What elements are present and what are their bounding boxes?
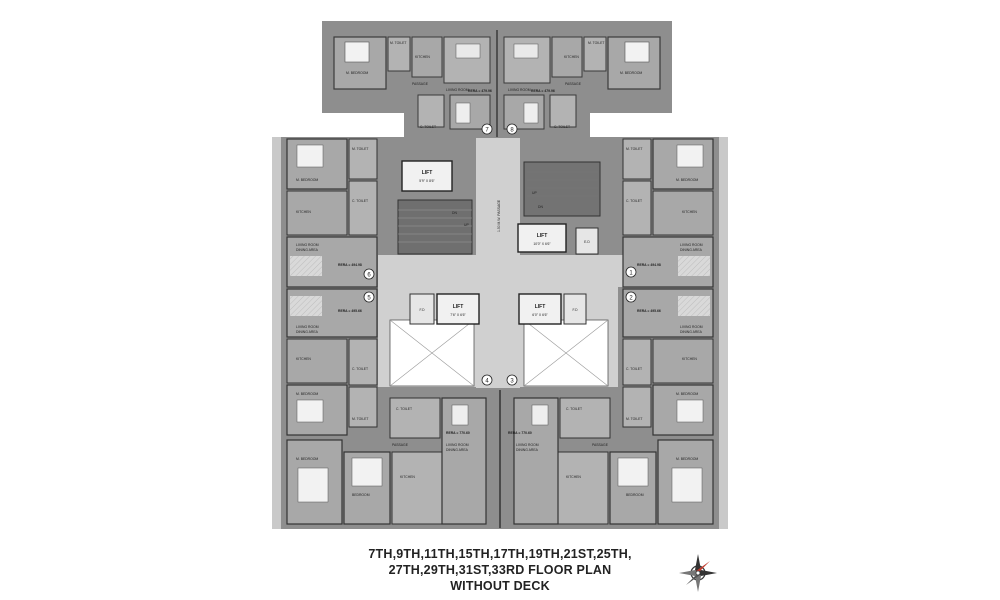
- lift-1-size: 5'9" X 8'6": [419, 179, 435, 183]
- living-label-7: LIVING ROOM: [446, 88, 469, 92]
- m-toilet-label-1: M. TOILET: [626, 147, 642, 151]
- c-toilet-label-2: C. TOILET: [626, 367, 642, 371]
- bedroom2-label-3: BEDROOM: [626, 493, 644, 497]
- m-bedroom-label-8: M. BEDROOM: [620, 71, 642, 75]
- c-toilet-label-1: C. TOILET: [626, 199, 642, 203]
- unit-number-7: 7: [485, 128, 489, 134]
- living-label-6: LIVING ROOM: [296, 243, 319, 247]
- kitchen-label-4: KITCHEN: [400, 475, 415, 479]
- living-label-3: LIVING ROOM: [516, 443, 539, 447]
- fd-label: F.D: [419, 308, 425, 312]
- right-edge-strip: [719, 137, 728, 529]
- bedroom-label-4: M. BEDROOM: [296, 457, 318, 461]
- dining-label-3: DINING AREA: [516, 448, 539, 452]
- dining-label-5: DINING AREA: [296, 330, 319, 334]
- rera-label-4: RERA = 770.60: [446, 431, 470, 435]
- living-label-4: LIVING ROOM: [446, 443, 469, 447]
- rera-label-8: RERA = 479.96: [531, 89, 555, 93]
- passage-label-4: PASSAGE: [392, 443, 409, 447]
- c-toilet-label-3: C. TOILET: [566, 407, 582, 411]
- c-toilet-label-6: C. TOILET: [352, 199, 368, 203]
- c-toilet-label-5: C. TOILET: [352, 367, 368, 371]
- dining-label-4: DINING AREA: [446, 448, 469, 452]
- living-label-8: LIVING ROOM: [508, 88, 531, 92]
- unit-number-1: 1: [629, 271, 633, 277]
- dining-label-1: DINING AREA: [680, 248, 703, 252]
- c-toilet-label-4: C. TOILET: [396, 407, 412, 411]
- kitchen-label-3: KITCHEN: [566, 475, 581, 479]
- bedroom2-label-4: BEDROOM: [352, 493, 370, 497]
- stair-up-label-1: UP: [464, 223, 469, 227]
- stair-up-label-2: UP: [532, 191, 537, 195]
- stair-dn-label-1: DN: [452, 211, 457, 215]
- m-toilet-label-6: M. TOILET: [352, 147, 368, 151]
- passage-label-3: PASSAGE: [592, 443, 609, 447]
- m-toilet-label-5: M. TOILET: [352, 417, 368, 421]
- compass-rose-icon: [678, 553, 718, 593]
- rera-label-2: RERA = 495.66: [637, 309, 661, 313]
- top-wing: M. BEDROOM M. BEDROOM KITCHEN KITCHEN M.…: [322, 21, 672, 140]
- lift-2-title: LIFT: [537, 233, 548, 239]
- living-label-1: LIVING ROOM: [680, 243, 703, 247]
- m-toilet-label-2: M. TOILET: [626, 417, 642, 421]
- m-toilet-label-8: M. TOILET: [588, 41, 604, 45]
- m-bedroom-label-2: M. BEDROOM: [676, 392, 698, 396]
- c-toilet-label-8: C. TOILET: [554, 125, 570, 129]
- ed-label: E.D: [584, 240, 590, 244]
- rera-label-5: RERA = 495.66: [338, 309, 362, 313]
- living-label-5: LIVING ROOM: [296, 325, 319, 329]
- kitchen-label-2: KITCHEN: [682, 357, 697, 361]
- kitchen-label-6: KITCHEN: [296, 210, 311, 214]
- fd-label-2: F.D: [572, 308, 578, 312]
- unit-number-5: 5: [367, 296, 371, 302]
- kitchen-label-8: KITCHEN: [564, 55, 579, 59]
- m-bedroom-label-1: M. BEDROOM: [676, 178, 698, 182]
- passage-label-8: PASSAGE: [565, 82, 582, 86]
- floor-plan: M. BEDROOM M. BEDROOM KITCHEN KITCHEN M.…: [272, 21, 728, 529]
- plan-caption: 7TH,9TH,11TH,15TH,17TH,19TH,21ST,25TH, 2…: [300, 546, 700, 594]
- stair-dn-label-2: DN: [538, 205, 543, 209]
- lift-4-size: 6'0" X 6'6": [532, 313, 548, 317]
- kitchen-label-5: KITCHEN: [296, 357, 311, 361]
- rera-label-6: RERA = 494.98: [338, 263, 362, 267]
- passage-core-label: 1.50 M.W. PASSAGE: [497, 199, 501, 232]
- m-bedroom-label-5: M. BEDROOM: [296, 392, 318, 396]
- rera-label-3: RERA = 770.60: [508, 431, 532, 435]
- lift-4-title: LIFT: [535, 304, 546, 310]
- c-toilet-label-7: C. TOILET: [420, 125, 436, 129]
- m-toilet-label-7: M. TOILET: [390, 41, 406, 45]
- dining-label-6: DINING AREA: [296, 248, 319, 252]
- lift-3-title: LIFT: [453, 304, 464, 310]
- m-bedroom-label-6: M. BEDROOM: [296, 178, 318, 182]
- bedroom-label-3: M. BEDROOM: [676, 457, 698, 461]
- rera-label-7: RERA = 479.96: [468, 89, 492, 93]
- caption-line-3: WITHOUT DECK: [450, 579, 550, 593]
- unit-number-6: 6: [367, 273, 371, 279]
- left-edge-strip: [272, 137, 281, 529]
- caption-line-1: 7TH,9TH,11TH,15TH,17TH,19TH,21ST,25TH,: [368, 547, 632, 561]
- m-bedroom-label-7: M. BEDROOM: [346, 71, 368, 75]
- unit-number-2: 2: [629, 296, 633, 302]
- unit-number-8: 8: [510, 128, 514, 134]
- kitchen-label-1: KITCHEN: [682, 210, 697, 214]
- unit-number-4: 4: [485, 379, 489, 385]
- main-block: DN UP UP DN LIFT 5'9" X 8'6" LIFT 10'0" …: [281, 137, 719, 529]
- lift-3-size: 7'6" X 6'6": [450, 313, 466, 317]
- unit-number-3: 3: [510, 379, 514, 385]
- passage-label-7: PASSAGE: [412, 82, 429, 86]
- living-label-2: LIVING ROOM: [680, 325, 703, 329]
- rera-label-1: RERA = 494.98: [637, 263, 661, 267]
- lift-2-size: 10'0" X 6'6": [533, 242, 551, 246]
- lift-1-title: LIFT: [422, 170, 433, 176]
- dining-label-2: DINING AREA: [680, 330, 703, 334]
- caption-line-2: 27TH,29TH,31ST,33RD FLOOR PLAN: [388, 563, 612, 577]
- kitchen-label-7: KITCHEN: [415, 55, 430, 59]
